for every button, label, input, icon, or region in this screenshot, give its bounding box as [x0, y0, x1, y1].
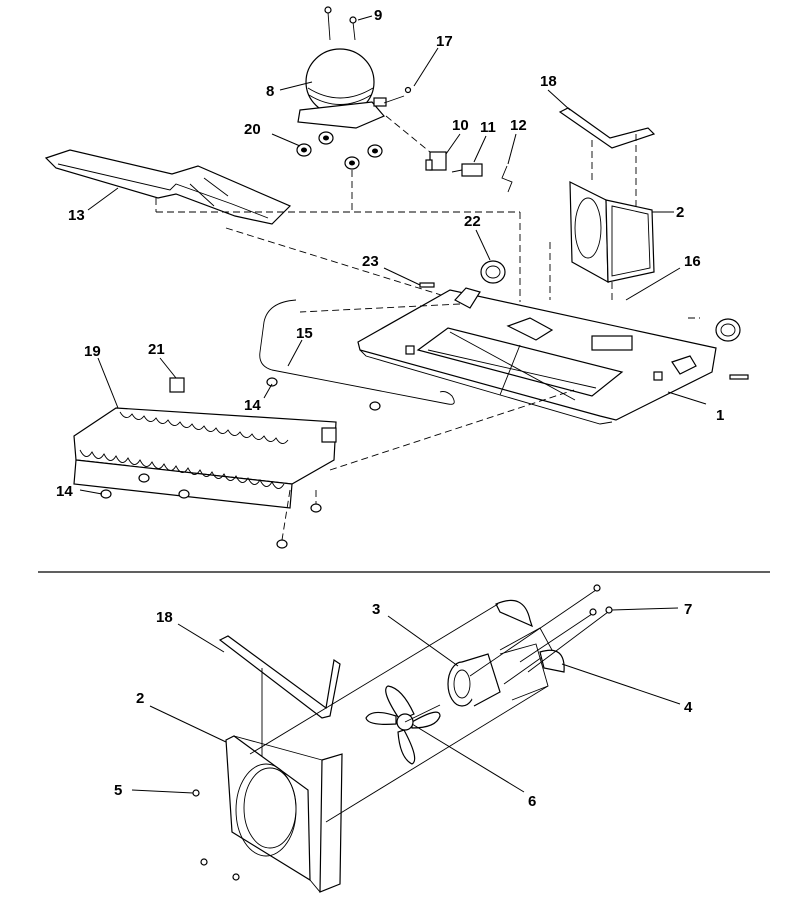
base-plate: [299, 287, 717, 425]
callout-9: 9: [374, 7, 382, 24]
upper-assembly: 1 2 8 9 10 11 12 13 14 14 15 16 17 18 19…: [44, 6, 749, 549]
callout-13: 13: [68, 207, 85, 224]
callout-4: 4: [684, 699, 693, 716]
grommets: [296, 131, 383, 212]
callout-3: 3: [372, 601, 380, 618]
callout-18-lower: 18: [156, 609, 173, 626]
callout-21: 21: [148, 341, 165, 358]
callout-1: 1: [716, 407, 724, 424]
callout-6: 6: [528, 793, 536, 810]
callout-20: 20: [244, 121, 261, 138]
compressor: [297, 6, 412, 129]
callout-2-lower: 2: [136, 690, 144, 707]
bracket-lower: [218, 635, 341, 719]
lower-leaders: [131, 607, 681, 794]
callout-12: 12: [510, 117, 527, 134]
callout-11: 11: [480, 119, 496, 136]
callout-8: 8: [266, 83, 274, 100]
motor-mount: [249, 599, 565, 823]
callout-10: 10: [452, 117, 469, 134]
condenser-coil: [73, 377, 575, 549]
callout-18-upper: 18: [540, 73, 557, 90]
callout-5: 5: [114, 782, 122, 799]
callout-2-upper: 2: [676, 204, 684, 221]
screws-lower: [469, 584, 613, 677]
callout-22: 22: [464, 213, 481, 230]
callout-23: 23: [362, 253, 379, 270]
feet-and-pins: [419, 242, 749, 380]
callout-16: 16: [684, 253, 701, 270]
shroud-upper: [558, 107, 656, 302]
callout-15: 15: [296, 325, 313, 342]
callout-7: 7: [684, 601, 692, 618]
fan-blade: [365, 685, 441, 765]
callout-14-upper: 14: [244, 397, 261, 414]
upper-leaders: [79, 15, 707, 495]
drain-pan: [44, 149, 521, 305]
callout-17: 17: [436, 33, 453, 50]
callout-19: 19: [84, 343, 101, 360]
fan-motor: [447, 627, 553, 707]
shroud-lower: [192, 735, 343, 893]
tube: [259, 299, 455, 411]
lower-assembly: 2 3 4 5 6 7 18: [114, 584, 693, 893]
electrical-components: [385, 115, 513, 193]
callout-14-lower: 14: [56, 483, 73, 500]
